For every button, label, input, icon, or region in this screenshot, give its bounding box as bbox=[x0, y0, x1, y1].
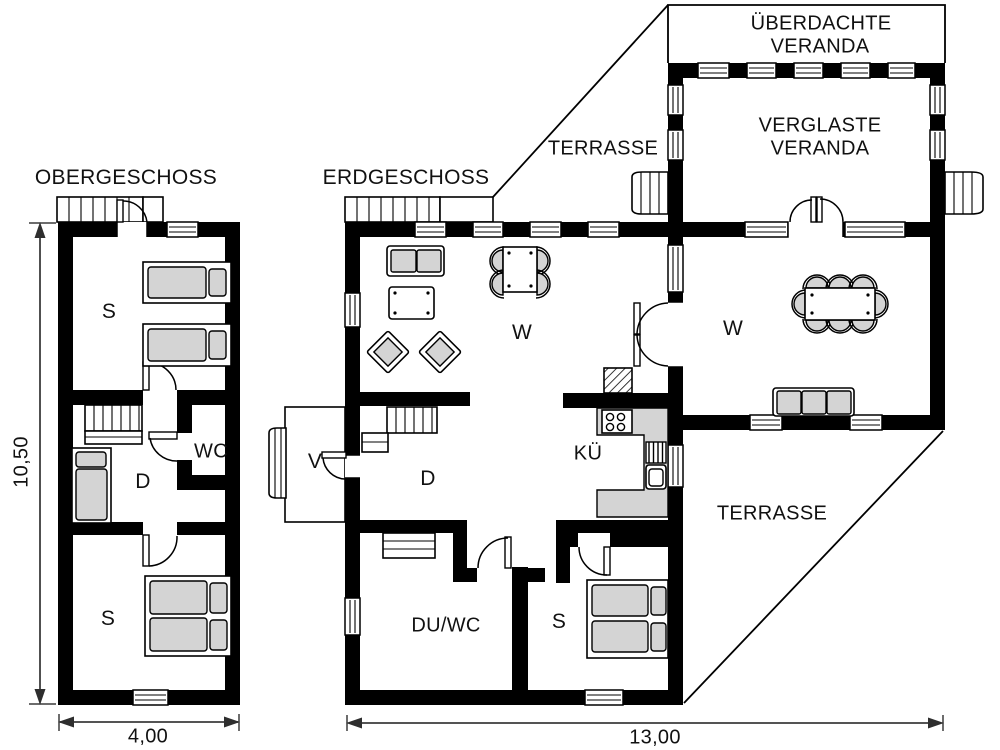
glazed-veranda-label-line1: VERGLASTE bbox=[758, 114, 882, 137]
ground-interior-stairs bbox=[361, 406, 438, 453]
left-wall-windows bbox=[344, 292, 361, 636]
upper-entry-door bbox=[116, 199, 148, 237]
ground-entry-stairs bbox=[344, 196, 494, 223]
dining-bottom-windows bbox=[749, 414, 883, 431]
dimension-annotations bbox=[29, 222, 944, 731]
upper-top-window bbox=[166, 221, 199, 238]
upper-bottom-window bbox=[132, 689, 169, 706]
dining-top-windows bbox=[744, 221, 906, 238]
living-lounge-chair-1 bbox=[366, 330, 410, 374]
kitchen-counter bbox=[596, 407, 669, 518]
shower-wc-door bbox=[477, 536, 512, 569]
living-table-with-chairs bbox=[489, 246, 551, 299]
ground-bedroom-label: S bbox=[551, 610, 567, 633]
upper-bedroom-top-label: S bbox=[101, 300, 117, 323]
vestibule-label: V bbox=[307, 450, 323, 473]
upper-floor-plan bbox=[56, 196, 240, 706]
upper-floor-entry-stairs bbox=[56, 196, 164, 223]
kitchen-label: KÜ bbox=[573, 442, 603, 465]
upper-bedroom-bottom-label: S bbox=[100, 607, 116, 630]
covered-veranda-label-line2: VERANDA bbox=[770, 35, 870, 58]
right-wall-windows bbox=[667, 244, 684, 488]
living-coffee-table bbox=[388, 286, 435, 320]
shower-wc-shelf bbox=[382, 532, 436, 559]
upper-bedroom-top-bed-2 bbox=[142, 323, 232, 367]
upper-hall-bed bbox=[71, 447, 112, 524]
upper-width-dimension-label: 4,00 bbox=[127, 725, 169, 748]
chimney bbox=[603, 367, 633, 394]
covered-veranda-label-line1: ÜBERDACHTE bbox=[750, 12, 892, 35]
kitchen-appliance bbox=[645, 441, 667, 464]
living-top-windows bbox=[414, 221, 620, 238]
ground-hall-label: D bbox=[420, 467, 436, 490]
upper-hall-label: D bbox=[135, 470, 151, 493]
veranda-post-windows bbox=[697, 62, 916, 79]
bottom-wall-window bbox=[584, 689, 624, 706]
height-dimension-label: 10,50 bbox=[10, 436, 33, 488]
upper-bedroom-top-bed-1 bbox=[142, 261, 232, 304]
dining-sofa bbox=[772, 387, 855, 417]
veranda-side-windows bbox=[667, 84, 946, 161]
ground-floor-plan bbox=[268, 196, 684, 706]
veranda-right-stairs bbox=[944, 171, 984, 215]
upper-floor-title: OBERGESCHOSS bbox=[34, 166, 218, 189]
glazed-veranda bbox=[631, 62, 984, 222]
living-lounge-chair-2 bbox=[418, 330, 462, 374]
ground-floor-title: ERDGESCHOSS bbox=[322, 166, 490, 189]
dining-room-label: W bbox=[722, 317, 744, 340]
ground-bedroom-bed bbox=[586, 579, 669, 659]
veranda-left-stairs bbox=[631, 171, 669, 215]
vestibule-porch bbox=[268, 406, 346, 523]
upper-wc-door bbox=[148, 431, 178, 462]
upper-wc-label: WC bbox=[194, 440, 228, 463]
upper-bedroom-bottom-door bbox=[142, 534, 178, 567]
shower-wc-label: DU/WC bbox=[411, 614, 481, 637]
veranda-double-door bbox=[787, 196, 844, 237]
living-room-label: W bbox=[511, 321, 533, 344]
dining-wing bbox=[683, 196, 945, 431]
dining-table-with-chairs bbox=[791, 274, 889, 334]
kitchen-sink bbox=[645, 464, 667, 490]
terrace-lower-label: TERRASSE bbox=[716, 502, 828, 525]
ground-width-dimension-label: 13,00 bbox=[629, 726, 681, 749]
covered-veranda-outline bbox=[667, 4, 946, 63]
terrace-boundaries bbox=[492, 4, 944, 704]
living-sofa bbox=[386, 245, 445, 277]
glazed-veranda-label-line2: VERANDA bbox=[770, 137, 870, 160]
upper-bedroom-bottom-bed bbox=[144, 575, 232, 657]
ground-bedroom-door bbox=[578, 546, 611, 576]
terrace-upper-label: TERRASSE bbox=[547, 137, 659, 160]
upper-interior-stairs bbox=[84, 404, 143, 445]
living-dining-double-door bbox=[633, 301, 683, 368]
vestibule-door bbox=[321, 451, 360, 480]
